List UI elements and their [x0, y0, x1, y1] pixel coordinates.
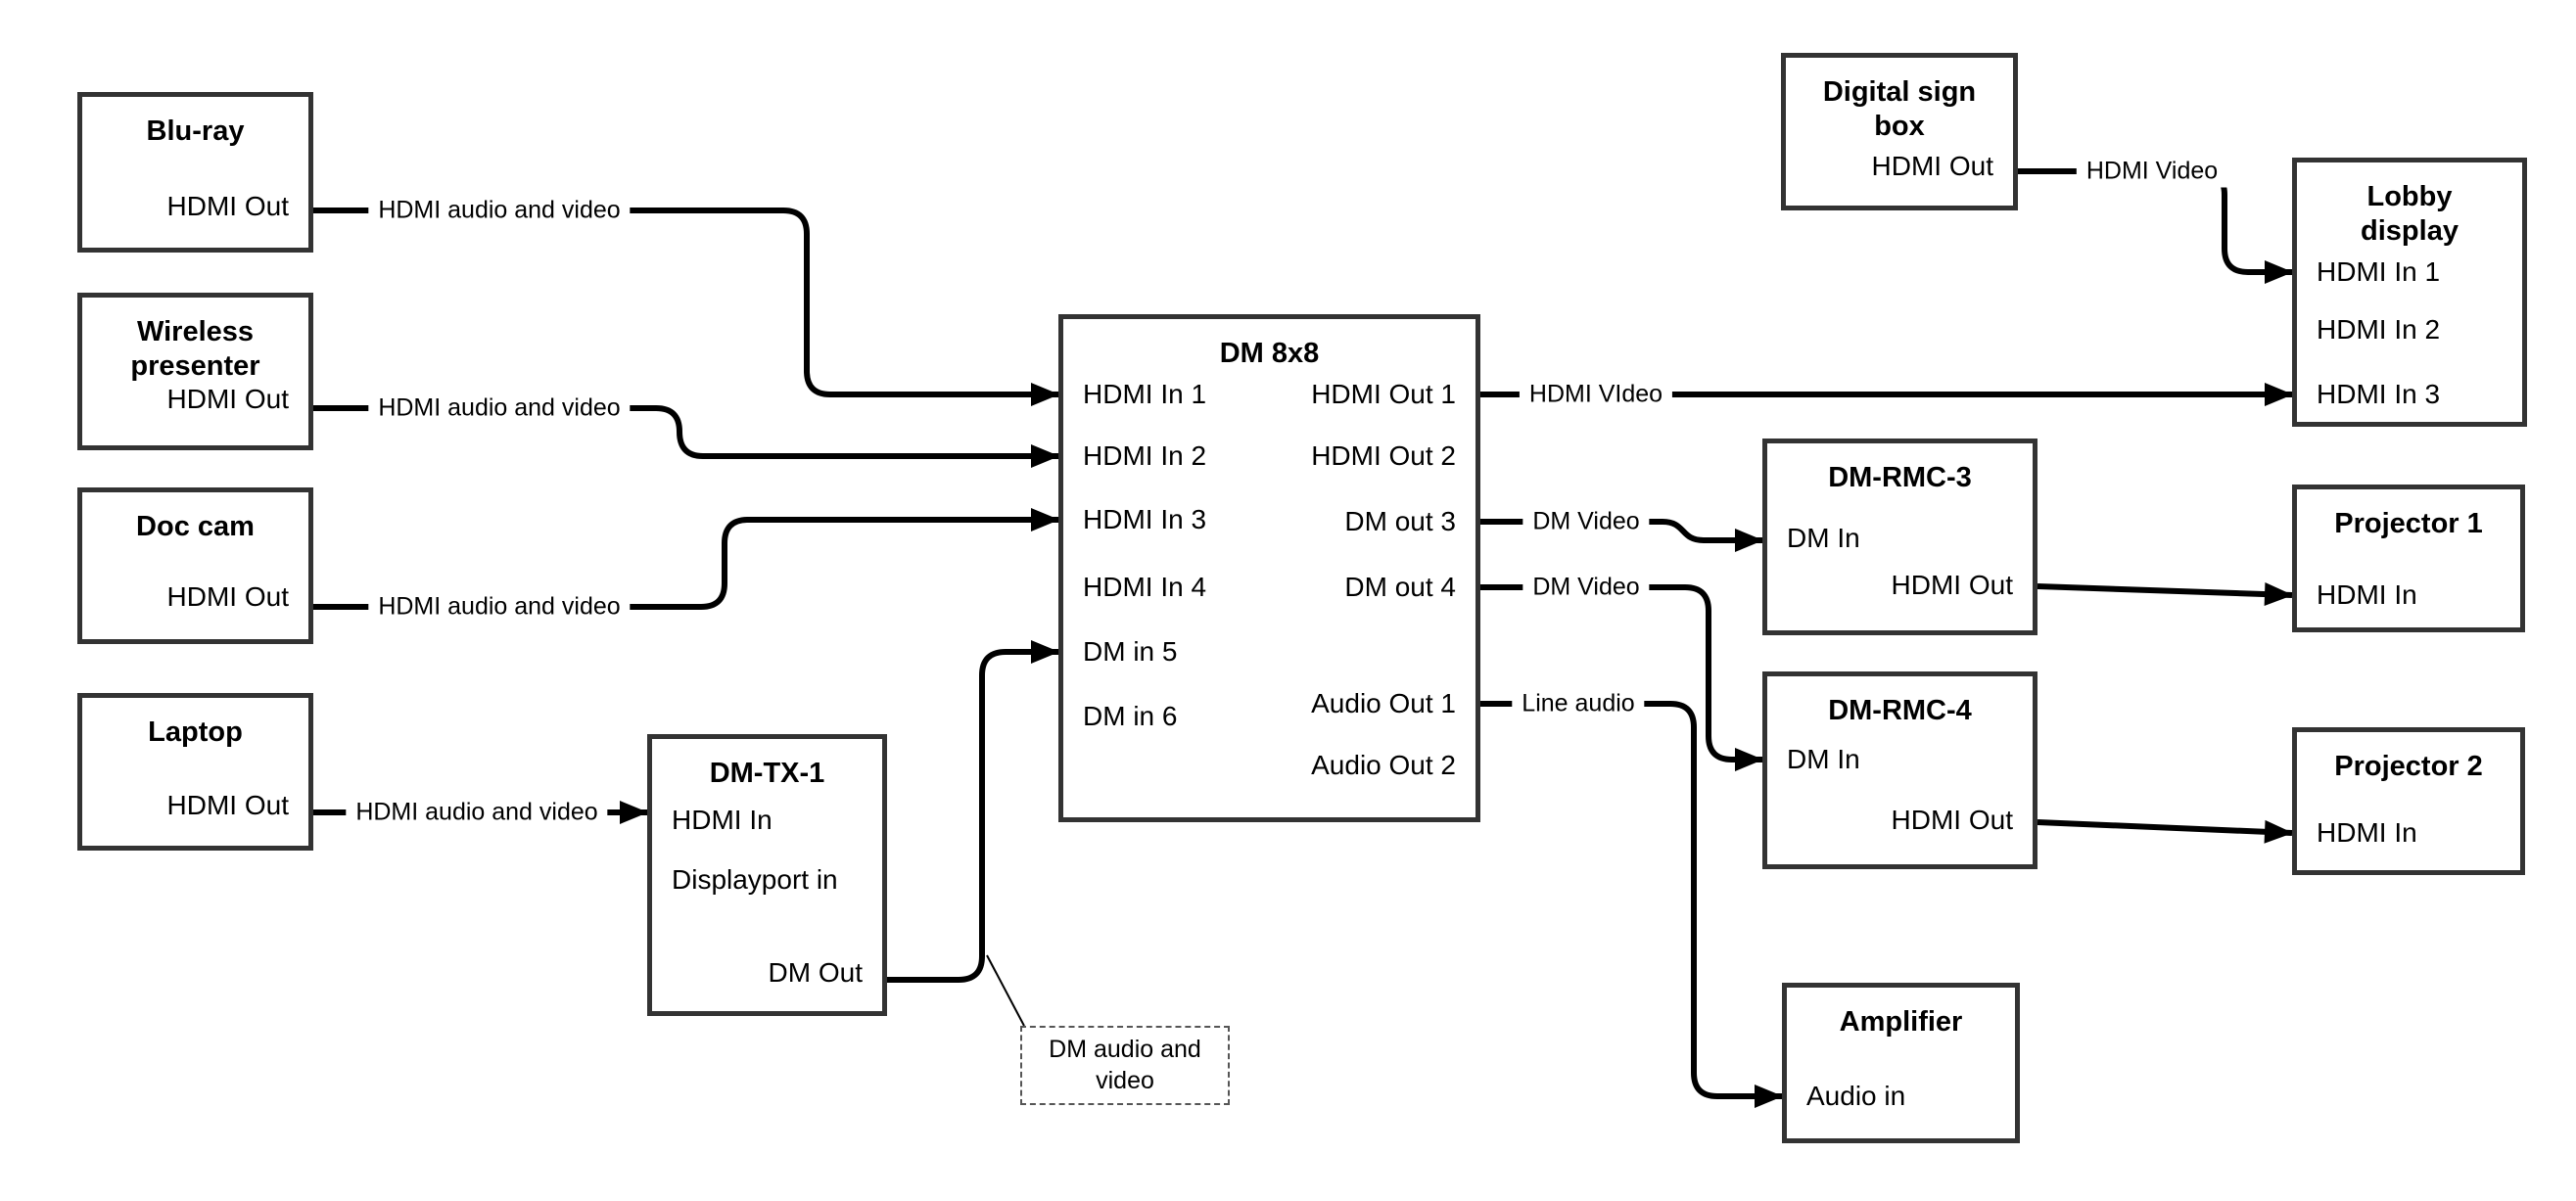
wire-label: HDMI audio and video [368, 392, 631, 425]
port-hdmi-out: HDMI Out [1891, 805, 2013, 835]
connector-dm-rmc-3-to-projector-1 [2037, 582, 2293, 607]
node-blu-ray: Blu-ray HDMI Out [77, 92, 313, 253]
node-title: Amplifier [1839, 1006, 1963, 1038]
port-audio-in: Audio in [1806, 1081, 1906, 1111]
connector-doc-cam-to-hdmi-in-3 [312, 508, 1059, 610]
node-wireless-presenter: Wireless presenter HDMI Out [77, 293, 313, 450]
node-title: Doc cam [136, 511, 255, 542]
node-laptop: Laptop HDMI Out [77, 693, 313, 851]
node-title: Projector 2 [2334, 751, 2483, 782]
node-amplifier: Amplifier Audio in [1782, 983, 2020, 1143]
port-dm-in-5: DM in 5 [1083, 636, 1178, 667]
port-hdmi-out: HDMI Out [1871, 151, 1993, 181]
connector-dm-out-3-to-dm-rmc-3 [1479, 519, 1763, 552]
port-hdmi-in-2: HDMI In 2 [2317, 314, 2441, 345]
port-displayport-in: Displayport in [672, 864, 838, 895]
port-hdmi-out-2: HDMI Out 2 [1311, 440, 1456, 471]
node-title: Lobby display [2361, 181, 2459, 248]
wire-label: DM Video [1522, 571, 1650, 604]
port-hdmi-in: HDMI In [2317, 579, 2417, 610]
port-hdmi-in-1: HDMI In 1 [1083, 379, 1207, 409]
connector-note-leader [986, 954, 1025, 1027]
port-dm-in-6: DM in 6 [1083, 701, 1178, 731]
wire-label: Line audio [1512, 687, 1645, 720]
port-dm-in: DM In [1787, 523, 1860, 553]
wire-label: HDMI Video [2076, 155, 2228, 188]
port-dm-out-4: DM out 4 [1344, 572, 1456, 602]
node-title: Projector 1 [2334, 508, 2483, 539]
port-hdmi-in-3: HDMI In 3 [1083, 504, 1207, 534]
port-dm-out: DM Out [768, 957, 863, 988]
connector-dm-rmc-4-to-projector-2 [2037, 819, 2293, 844]
node-dm-tx-1: DM-TX-1 HDMI In Displayport in DM Out [647, 734, 887, 1016]
node-title: DM 8x8 [1219, 338, 1320, 369]
port-hdmi-out: HDMI Out [166, 790, 289, 820]
node-digital-sign-box: Digital sign box HDMI Out [1781, 53, 2018, 210]
wire-label: DM Video [1522, 505, 1650, 538]
port-hdmi-out: HDMI Out [166, 191, 289, 221]
node-dm-8x8: DM 8x8 HDMI In 1 HDMI In 2 HDMI In 3 HDMI I… [1058, 314, 1480, 822]
node-projector-1: Projector 1 HDMI In [2292, 485, 2525, 632]
node-title: DM-RMC-3 [1828, 462, 1972, 493]
node-title: Laptop [148, 716, 243, 748]
connector-dm-out-4-to-dm-rmc-4 [1479, 584, 1763, 771]
node-title: Wireless presenter [130, 316, 260, 383]
node-projector-2: Projector 2 HDMI In [2292, 727, 2525, 875]
annotation-note: DM audio and video [1020, 1026, 1230, 1105]
port-dm-in: DM In [1787, 744, 1860, 774]
node-title: Digital sign box [1822, 76, 1977, 143]
port-hdmi-in: HDMI In [2317, 817, 2417, 848]
port-audio-out-1: Audio Out 1 [1311, 688, 1456, 718]
connector-wireless-presenter-to-hdmi-in-2 [312, 405, 1059, 468]
port-hdmi-in-2: HDMI In 2 [1083, 440, 1207, 471]
connector-dm-tx-1-to-dm-in-5 [886, 640, 1059, 983]
node-title: DM-RMC-4 [1828, 695, 1972, 726]
port-audio-out-2: Audio Out 2 [1311, 750, 1456, 780]
port-hdmi-out: HDMI Out [166, 384, 289, 414]
wire-label: HDMI audio and video [346, 796, 608, 829]
port-hdmi-in-4: HDMI In 4 [1083, 572, 1207, 602]
port-dm-out-3: DM out 3 [1344, 506, 1456, 536]
node-title: Blu-ray [146, 115, 245, 147]
wire-label: HDMI audio and video [368, 590, 631, 624]
node-lobby-display: Lobby display HDMI In 1 HDMI In 2 HDMI In … [2292, 158, 2527, 427]
wire-label: HDMI audio and video [368, 194, 631, 227]
node-dm-rmc-4: DM-RMC-4 DM In HDMI Out [1762, 671, 2037, 869]
connector-audio-out-1-to-amplifier [1479, 701, 1783, 1108]
port-hdmi-out-1: HDMI Out 1 [1311, 379, 1456, 409]
port-hdmi-out: HDMI Out [166, 581, 289, 612]
node-dm-rmc-3: DM-RMC-3 DM In HDMI Out [1762, 439, 2037, 635]
node-doc-cam: Doc cam HDMI Out [77, 487, 313, 644]
node-title: DM-TX-1 [709, 758, 825, 789]
port-hdmi-out: HDMI Out [1891, 570, 2013, 600]
port-hdmi-in-3: HDMI In 3 [2317, 379, 2441, 409]
port-hdmi-in: HDMI In [672, 805, 773, 835]
wire-label: HDMI VIdeo [1519, 378, 1673, 411]
connector-blu-ray-to-hdmi-in-1 [312, 208, 1059, 406]
port-hdmi-in-1: HDMI In 1 [2317, 256, 2441, 287]
